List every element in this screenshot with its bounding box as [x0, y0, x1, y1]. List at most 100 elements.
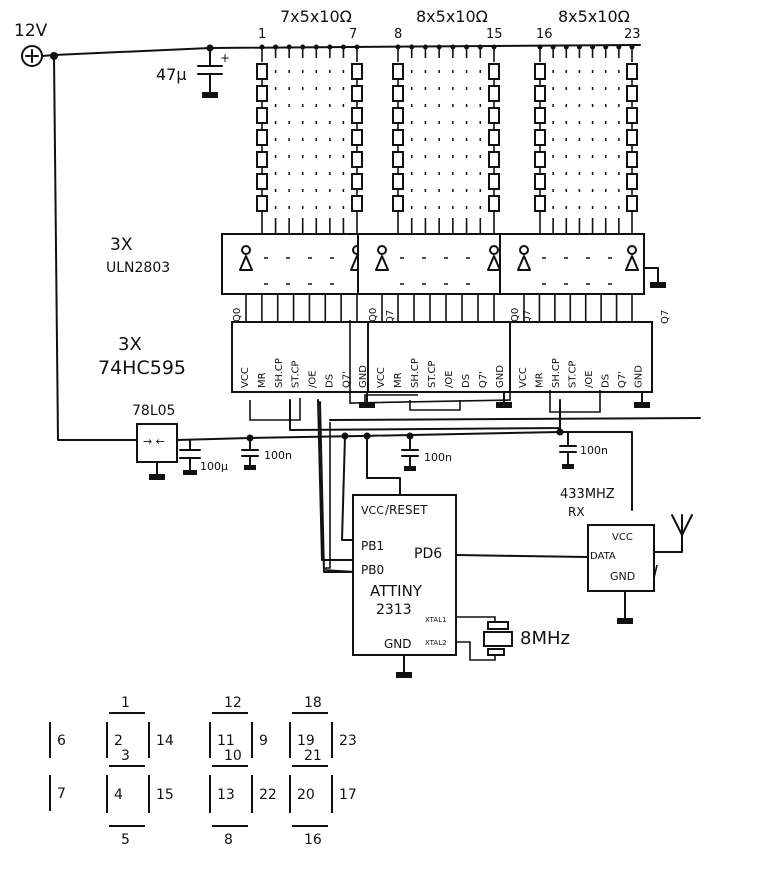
segment-number: 12 [224, 695, 242, 711]
sr-pin-label: VCC [518, 367, 529, 388]
segment-number: 23 [339, 733, 357, 749]
digit3-seg-b: 9 [251, 722, 268, 758]
inverter-icon [377, 245, 387, 255]
ground-icon [650, 282, 666, 288]
sr-pin-label: ST.CP [291, 361, 302, 388]
sr-pin-label: SH.CP [274, 358, 285, 388]
sr-pin-label: SH.CP [410, 358, 421, 388]
sr-part: 74HC595 [98, 357, 186, 379]
ground-icon [202, 92, 218, 98]
segment-number: 17 [339, 787, 357, 803]
q0-label: Q0 [232, 308, 243, 322]
led-resistor-icon [392, 151, 404, 168]
svg-text:XTAL1: XTAL1 [425, 616, 447, 624]
first-pin-label: 1 [258, 27, 266, 42]
led-resistor-icon [392, 63, 404, 80]
sr-pin-label: MR [257, 372, 268, 388]
led-resistor-icon [392, 195, 404, 212]
led-resistor-icon [256, 173, 268, 190]
cap-100u: 100µ [179, 439, 228, 475]
wire-pb0 [319, 401, 361, 573]
sr-pin-label: VCC [376, 367, 387, 388]
sr-pin-label: VCC [240, 367, 251, 388]
segment-number: 5 [121, 832, 130, 848]
digit2-seg-g: 3 [109, 748, 145, 767]
sr-pin-label: ST.CP [427, 361, 438, 388]
led-resistor-icon [256, 151, 268, 168]
segment-number: 19 [297, 733, 315, 749]
led-resistor-icon [626, 195, 638, 212]
svg-text:PD6: PD6 [414, 546, 442, 562]
led-resistor-icon [488, 85, 500, 102]
bus-shcp [329, 417, 701, 421]
crystal-value: 8MHz [520, 628, 570, 649]
digit3-seg-e: 13 [209, 775, 235, 813]
inverter-icon [519, 245, 529, 255]
led-resistor-icon [534, 151, 546, 168]
antenna-icon [671, 514, 693, 536]
ground-icon [149, 474, 165, 480]
led-resistor-icon [351, 107, 363, 124]
segment-number: 7 [57, 786, 66, 802]
bulk-cap-value: 47µ [156, 65, 187, 84]
sr-pin-label: GND [495, 365, 506, 388]
regulator-part: 78L05 [132, 403, 175, 419]
segment-number: 8 [224, 832, 233, 848]
digit3-seg-d: 8 [212, 825, 248, 848]
supply-terminal: 12V [14, 21, 48, 67]
segment-number: 2 [114, 733, 123, 749]
sr-pin-label: DS [461, 374, 472, 388]
led-resistor-icon [488, 107, 500, 124]
svg-text:100n: 100n [424, 451, 452, 464]
led-group-label: 8x5x10Ω [416, 7, 488, 26]
sr-count: 3X [118, 334, 142, 355]
sr-pin-label: MR [535, 372, 546, 388]
wire-vcc-reset [366, 435, 401, 501]
rf-receiver: 433MHZ RX VCC DATA GND [560, 487, 693, 624]
digit2-seg-e: 4 [106, 775, 123, 813]
sr-pin-label: /OE [584, 370, 595, 388]
digit4-seg-c: 17 [331, 775, 357, 813]
led-resistor-icon [488, 173, 500, 190]
svg-text:+: + [220, 51, 230, 65]
segment-number: 21 [304, 748, 322, 764]
svg-text:100n: 100n [580, 444, 608, 457]
led-resistor-icon [626, 151, 638, 168]
inverter-icon [489, 245, 499, 255]
digit2-seg-f: 2 [106, 722, 123, 758]
digit4-seg-b: 23 [331, 722, 357, 758]
cap-100n-3: 100n [559, 431, 608, 469]
ground-icon [496, 402, 512, 408]
last-pin-label: 23 [624, 27, 641, 42]
digit2-seg-a: 1 [109, 695, 145, 714]
q0-label: Q0 [510, 308, 521, 322]
led-resistor-icon [351, 85, 363, 102]
sr-pin-label: DS [601, 374, 612, 388]
uln2803-drivers [221, 233, 666, 322]
segment-number: 18 [304, 695, 322, 711]
led-resistor-icon [256, 85, 268, 102]
svg-text:PB0: PB0 [361, 563, 384, 577]
sr-pin-label: Q7' [341, 371, 352, 388]
led-resistor-icon [351, 129, 363, 146]
uln2803-2 [357, 233, 528, 322]
segment-number: 9 [259, 733, 268, 749]
digit4-seg-g: 21 [292, 748, 328, 767]
cap-100n-1: 100n [241, 437, 292, 470]
sr-pin-label: Q7' [478, 371, 489, 388]
rx-title: 433MHZ [560, 487, 615, 502]
segment-number: 4 [114, 787, 123, 803]
svg-text:→ ←: → ← [143, 435, 165, 448]
digit4-seg-a: 18 [292, 695, 328, 714]
digit3-seg-a: 12 [212, 695, 248, 714]
q7-label: Q7 [660, 310, 671, 324]
segment-number: 6 [57, 733, 66, 749]
led-resistor-icon [534, 173, 546, 190]
digit3-seg-g: 10 [212, 748, 248, 767]
segment-number: 1 [121, 695, 130, 711]
